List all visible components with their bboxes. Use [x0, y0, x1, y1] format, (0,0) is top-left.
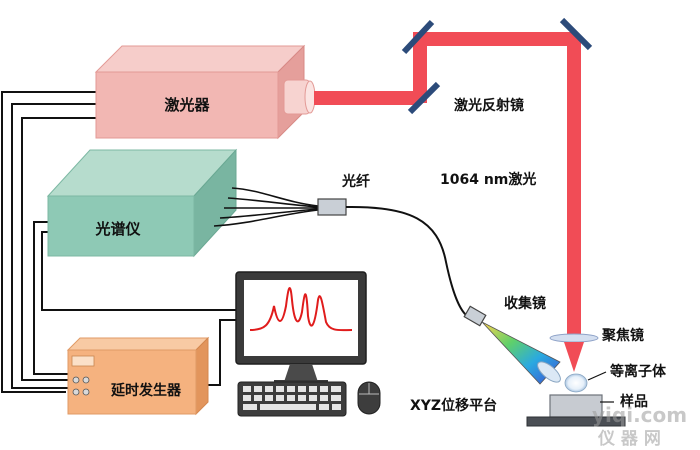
computer-monitor	[235, 271, 367, 386]
fiber-cable	[345, 205, 471, 319]
focused-beam	[564, 342, 584, 372]
mirror-top-left-icon	[401, 19, 435, 55]
fiber-bundle	[213, 187, 319, 227]
spectrum-plot-line	[249, 287, 353, 332]
mirror-label: 激光反射镜	[454, 97, 524, 114]
laser-device: 激光器	[94, 44, 316, 140]
xyz-stage	[526, 416, 626, 427]
plasma-pointer	[587, 371, 607, 381]
spectrometer-device: 光谱仪	[46, 148, 238, 258]
fiber-connector	[317, 198, 347, 216]
monitor-stand	[284, 364, 318, 382]
delay-generator-device: 延时发生器	[66, 336, 210, 416]
fiber-label: 光纤	[341, 173, 370, 190]
mirror-top-right-icon	[559, 17, 593, 51]
laser-beam-label: 1064 nm激光	[440, 171, 536, 188]
watermark-domain: yiqi.com	[592, 403, 687, 427]
collector-label: 收集镜	[504, 295, 546, 312]
watermark-chars: 仪 器 网	[597, 429, 661, 449]
mouse-icon	[357, 381, 381, 415]
spectrometer-label: 光谱仪	[94, 220, 141, 238]
plasma-icon	[564, 373, 588, 393]
laser-beam	[314, 32, 581, 341]
control-cables	[1, 91, 240, 393]
mirror-icons	[401, 17, 593, 115]
keyboard-icon	[237, 381, 347, 417]
delay-generator-label: 延时发生器	[110, 382, 182, 399]
delay-generator-display	[71, 355, 95, 367]
plasma-label: 等离子体	[610, 363, 667, 380]
collection-lens-icon	[537, 361, 561, 383]
laser-label: 激光器	[164, 96, 210, 114]
focus-lens-icon	[549, 333, 599, 343]
focus-lens-label: 聚焦镜	[601, 327, 644, 344]
mirror-bottom-icon	[407, 81, 441, 115]
stage-label: XYZ位移平台	[410, 397, 497, 414]
delay-generator-ports	[72, 376, 90, 396]
sample-label: 样品	[620, 393, 648, 410]
fiber-tip-connector	[463, 305, 487, 327]
